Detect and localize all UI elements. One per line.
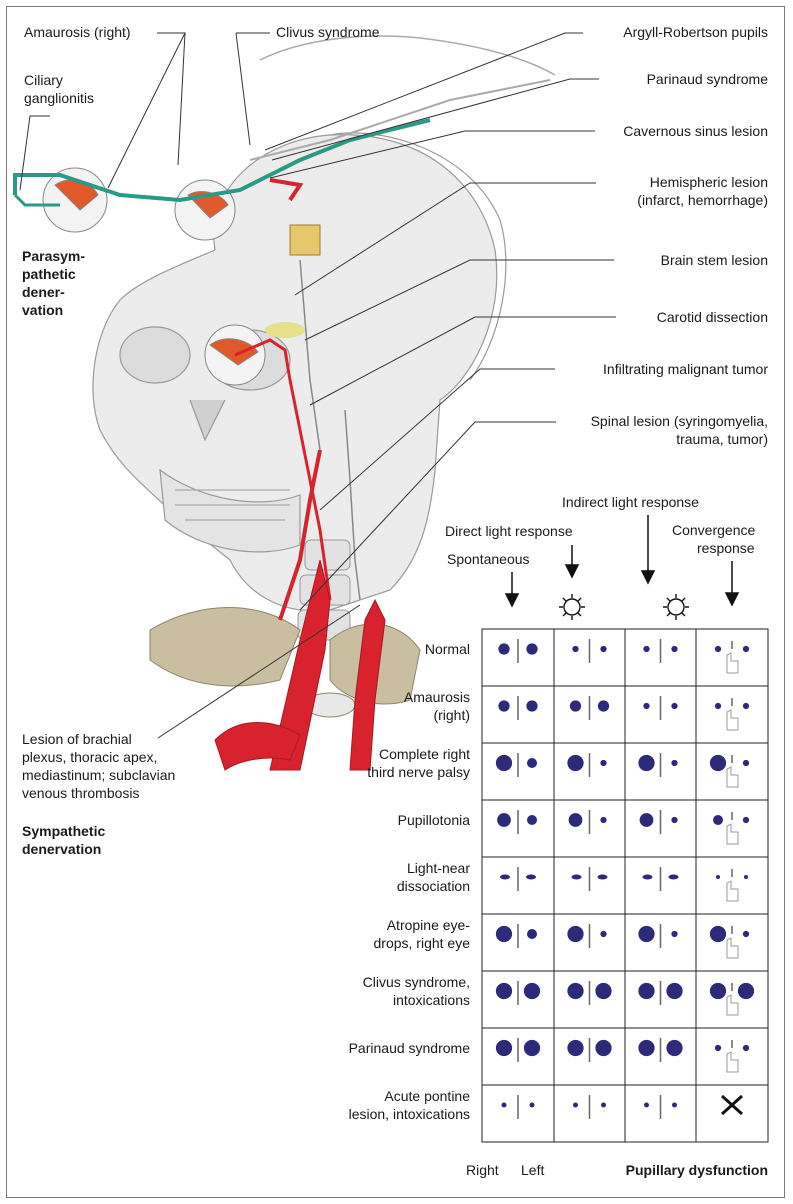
pupil-right	[573, 1103, 578, 1108]
pupil-left	[743, 931, 749, 937]
finger-icon	[727, 938, 738, 958]
finger-icon	[727, 653, 738, 673]
pupil-right	[502, 1103, 507, 1108]
finger-icon	[727, 995, 738, 1015]
pupil-left	[524, 983, 540, 999]
finger-icon	[727, 1052, 738, 1072]
pupil-right	[643, 646, 649, 652]
pupil-left	[530, 1103, 535, 1108]
pupil-right	[572, 646, 578, 652]
pupil-right	[497, 813, 511, 827]
pupil-left	[527, 815, 537, 825]
finger-icon	[727, 767, 738, 787]
pupil-right	[713, 815, 723, 825]
pupil-right	[638, 926, 654, 942]
pupil-left	[671, 646, 677, 652]
pupil-right	[715, 1045, 721, 1051]
finger-icon	[727, 824, 738, 844]
pupil-right	[644, 1103, 649, 1108]
pupil-left	[600, 646, 606, 652]
pupil-left	[600, 817, 606, 823]
pupil-right	[496, 1040, 512, 1056]
pupil-right	[572, 875, 582, 880]
pupil-left	[524, 1040, 540, 1056]
pupil-left	[526, 700, 537, 711]
pupil-left	[743, 817, 749, 823]
pupil-left	[526, 643, 537, 654]
pupil-right	[640, 813, 654, 827]
pupil-right	[710, 755, 726, 771]
pupil-left	[744, 875, 748, 879]
pupil-left	[743, 646, 749, 652]
no-response-cross	[722, 1096, 742, 1114]
pupil-right	[643, 703, 649, 709]
pupil-left	[598, 700, 609, 711]
pupil-right	[638, 1040, 654, 1056]
pupil-right	[496, 755, 512, 771]
pupil-left	[600, 931, 606, 937]
footer-title: Pupillary dysfunction	[626, 1162, 768, 1179]
pupil-left	[595, 1040, 611, 1056]
pupil-right	[710, 983, 726, 999]
pupil-right	[496, 983, 512, 999]
pupil-right	[567, 1040, 583, 1056]
pupil-left	[671, 817, 677, 823]
pupil-left	[666, 1040, 682, 1056]
pupil-right	[638, 755, 654, 771]
pupil-left	[671, 931, 677, 937]
pupil-right	[567, 755, 583, 771]
pupil-right	[569, 813, 583, 827]
pupil-right	[716, 875, 720, 879]
pupil-right	[500, 875, 510, 880]
pupil-left	[600, 760, 606, 766]
pupil-right	[570, 700, 581, 711]
pupil-left	[526, 875, 536, 880]
pupil-right	[715, 703, 721, 709]
pupil-right	[567, 926, 583, 942]
pupil-left	[598, 875, 608, 880]
footer-right: Right	[466, 1162, 499, 1179]
finger-icon	[727, 881, 738, 901]
pupil-left	[672, 1103, 677, 1108]
pupil-left	[666, 983, 682, 999]
pupil-right	[643, 875, 653, 880]
pupil-right	[715, 646, 721, 652]
pupil-left	[743, 760, 749, 766]
pupil-left	[738, 983, 754, 999]
pupil-left	[743, 703, 749, 709]
pupil-left	[671, 760, 677, 766]
pupil-right	[496, 926, 512, 942]
pupil-left	[669, 875, 679, 880]
pupil-right	[498, 643, 509, 654]
pupil-left	[601, 1103, 606, 1108]
pupil-right	[638, 983, 654, 999]
pupil-left	[527, 929, 537, 939]
pupil-left	[671, 703, 677, 709]
pupil-left	[527, 758, 537, 768]
pupil-left	[743, 1045, 749, 1051]
footer-left: Left	[521, 1162, 544, 1179]
pupil-right	[498, 700, 509, 711]
pupil-left	[595, 983, 611, 999]
pupil-right	[710, 926, 726, 942]
pupil-right	[567, 983, 583, 999]
finger-icon	[727, 710, 738, 730]
